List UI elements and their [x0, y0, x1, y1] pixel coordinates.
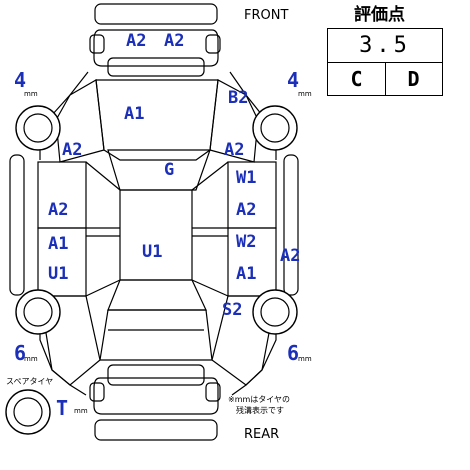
tire-front-left-depth: 4	[14, 68, 27, 92]
mm-unit: mm	[24, 355, 38, 363]
code-right-pillar-top: A2	[224, 140, 245, 160]
windshield	[107, 149, 211, 191]
rear-plate	[107, 364, 205, 386]
tire-rear-left	[15, 289, 61, 335]
mm-unit: mm	[298, 90, 312, 98]
code-left-rear-door-lower: U1	[48, 264, 69, 284]
code-right-rocker: A2	[280, 246, 301, 266]
tire-front-left	[15, 105, 61, 151]
note-line-1: ※mmはタイヤの	[228, 395, 291, 404]
front-bumper-top	[94, 3, 218, 25]
score-table: 3.5 C D	[327, 28, 443, 96]
tire-rear-right	[252, 289, 298, 335]
front-bumper	[93, 29, 219, 67]
left-rocker	[9, 154, 25, 296]
overall-score: 3.5	[328, 29, 442, 63]
rear-bumper-bottom	[94, 419, 218, 441]
code-right-front-door-lower: A2	[236, 200, 257, 220]
mm-unit: mm	[74, 407, 88, 415]
right-rocker	[283, 154, 299, 296]
hood	[95, 79, 219, 161]
code-left-front-fender: A2	[62, 140, 83, 160]
right-rear-fender	[211, 295, 277, 386]
code-windshield: G	[164, 160, 175, 180]
spare-tire-label: スペアタイヤ	[6, 377, 54, 386]
code-right-rear-door-upper: W2	[236, 232, 257, 252]
code-right-front-door-upper: W1	[236, 168, 257, 188]
trunk	[99, 309, 213, 361]
tire-front-right	[252, 105, 298, 151]
mm-unit: mm	[298, 355, 312, 363]
rear-window	[107, 279, 207, 311]
code-front-bumper-right: A2	[164, 31, 185, 51]
left-rear-fender	[39, 295, 101, 386]
code-left-rear-door-upper: A1	[48, 234, 69, 254]
mm-unit: mm	[24, 90, 38, 98]
interior-grade: C	[328, 63, 386, 95]
tire-spare	[5, 389, 51, 435]
spare-tire-grade: T	[56, 396, 69, 420]
note-line-2: 残溝表示です	[236, 406, 284, 415]
code-roof: U1	[142, 242, 163, 262]
tire-front-right-depth: 4	[287, 68, 300, 92]
code-right-rear-fender: S2	[222, 300, 243, 320]
exterior-grade: D	[407, 67, 420, 91]
tire-rear-left-depth: 6	[14, 341, 27, 365]
code-front-bumper-left: A2	[126, 31, 147, 51]
rear-label: REAR	[244, 427, 280, 442]
left-front-fender	[55, 79, 105, 163]
rear-bumper	[93, 377, 219, 415]
code-right-rear-door-lower: A1	[236, 264, 257, 284]
score-title: 評価点	[354, 5, 405, 25]
code-left-front-door: A2	[48, 200, 69, 220]
front-label: FRONT	[244, 8, 289, 23]
code-right-front-fender: B2	[228, 88, 249, 108]
code-hood: A1	[124, 104, 145, 124]
roof	[119, 189, 193, 281]
tire-rear-right-depth: 6	[287, 341, 300, 365]
front-plate	[107, 57, 205, 77]
